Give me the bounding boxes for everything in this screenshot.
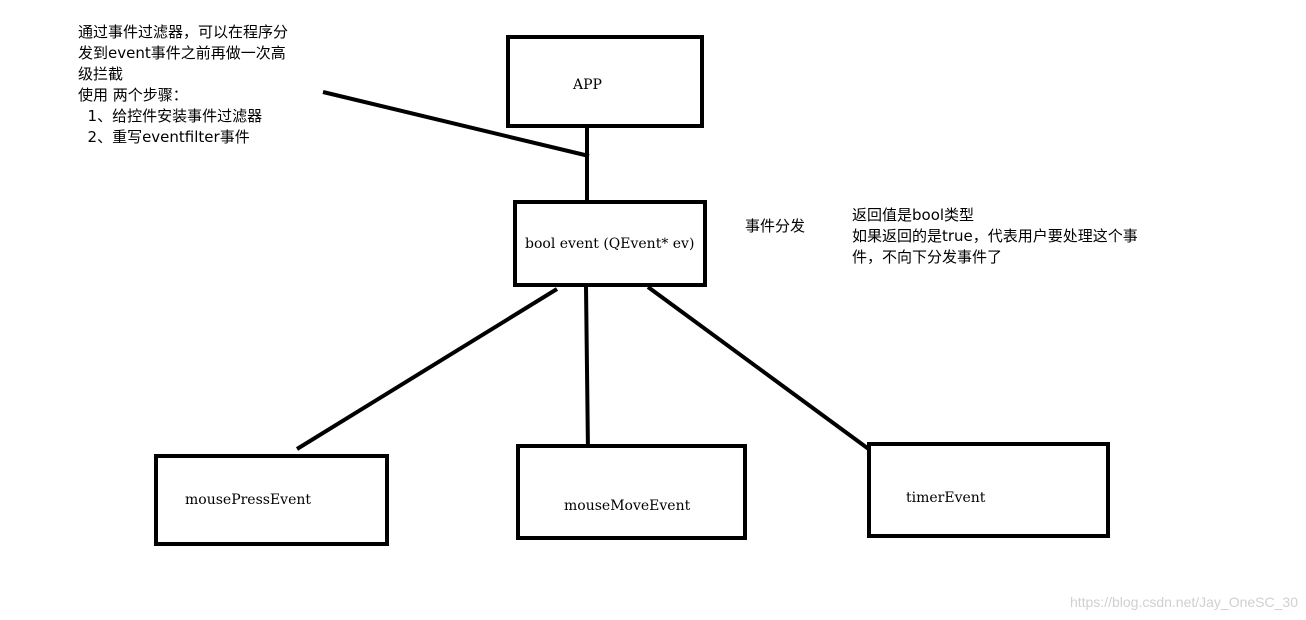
- return-value-note-line: 件，不向下分发事件了: [852, 248, 1003, 266]
- filter-note-line: 1、给控件安装事件过滤器: [78, 107, 263, 125]
- event-to-timer-line: [646, 285, 872, 452]
- mouse-move-node-label: mouseMoveEvent: [564, 498, 691, 514]
- event-to-mousepress-line: [295, 287, 559, 451]
- event-to-mousemove-line: [584, 286, 590, 453]
- timer-node: timerEvent: [867, 442, 1110, 538]
- event-node-label: bool event (QEvent* ev): [525, 236, 695, 252]
- event-node: bool event (QEvent* ev): [513, 200, 707, 287]
- timer-node-label: timerEvent: [906, 490, 986, 506]
- mouse-press-node: mousePressEvent: [154, 454, 389, 546]
- filter-note-line: 2、重写eventfilter事件: [78, 128, 250, 146]
- app-node-label: APP: [573, 77, 602, 93]
- filter-note-line: 通过事件过滤器，可以在程序分: [78, 23, 289, 41]
- filter-note-line: 发到event事件之前再做一次高: [78, 44, 286, 62]
- dispatch-label: 事件分发: [745, 217, 806, 235]
- filter-note-line: 使用 两个步骤：: [78, 86, 188, 104]
- mouse-press-node-label: mousePressEvent: [185, 492, 312, 508]
- watermark: https://blog.csdn.net/Jay_OneSC_30: [1069, 594, 1298, 610]
- return-value-note-line: 返回值是bool类型: [852, 206, 975, 224]
- filter-note: 通过事件过滤器，可以在程序分 发到event事件之前再做一次高 级拦截 使用 两…: [78, 22, 288, 148]
- mouse-move-node: mouseMoveEvent: [516, 444, 747, 540]
- return-value-note-line: 如果返回的是true，代表用户要处理这个事: [852, 227, 1138, 245]
- app-node: APP: [506, 35, 704, 128]
- return-value-note: 返回值是bool类型 如果返回的是true，代表用户要处理这个事 件，不向下分发…: [852, 205, 1138, 268]
- note-pointer-line: [322, 90, 590, 158]
- filter-note-line: 级拦截: [78, 65, 124, 83]
